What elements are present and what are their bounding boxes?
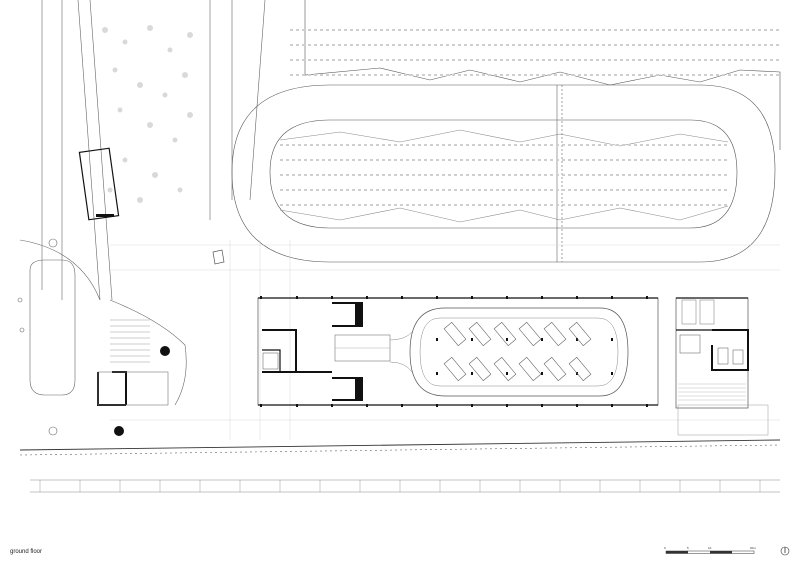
north-arrow-icon [780,546,790,556]
east-block [675,297,769,436]
parking-bays [443,321,592,382]
drawing-caption: ground floor [10,549,43,555]
west-pavilion [97,371,169,406]
oval-track [231,0,781,263]
scale-label: 10 [708,546,712,550]
paving-grid [110,240,780,440]
path-wall [78,147,120,221]
main-building [257,296,659,407]
bottom-fence [39,480,761,492]
tree-field [102,25,193,203]
column-black [160,346,170,356]
kiosk [212,249,225,265]
scale-label: 5 [687,546,689,550]
hatched-strips [280,29,780,206]
scale-label: 20m [750,546,756,550]
stair [110,319,150,363]
scale-label: 0 [664,546,666,550]
path-wall-bar [96,214,114,217]
column-black [114,426,124,436]
posts [17,238,58,436]
scale-bar: 0 5 10 20m [664,546,756,554]
west-road [19,0,781,493]
